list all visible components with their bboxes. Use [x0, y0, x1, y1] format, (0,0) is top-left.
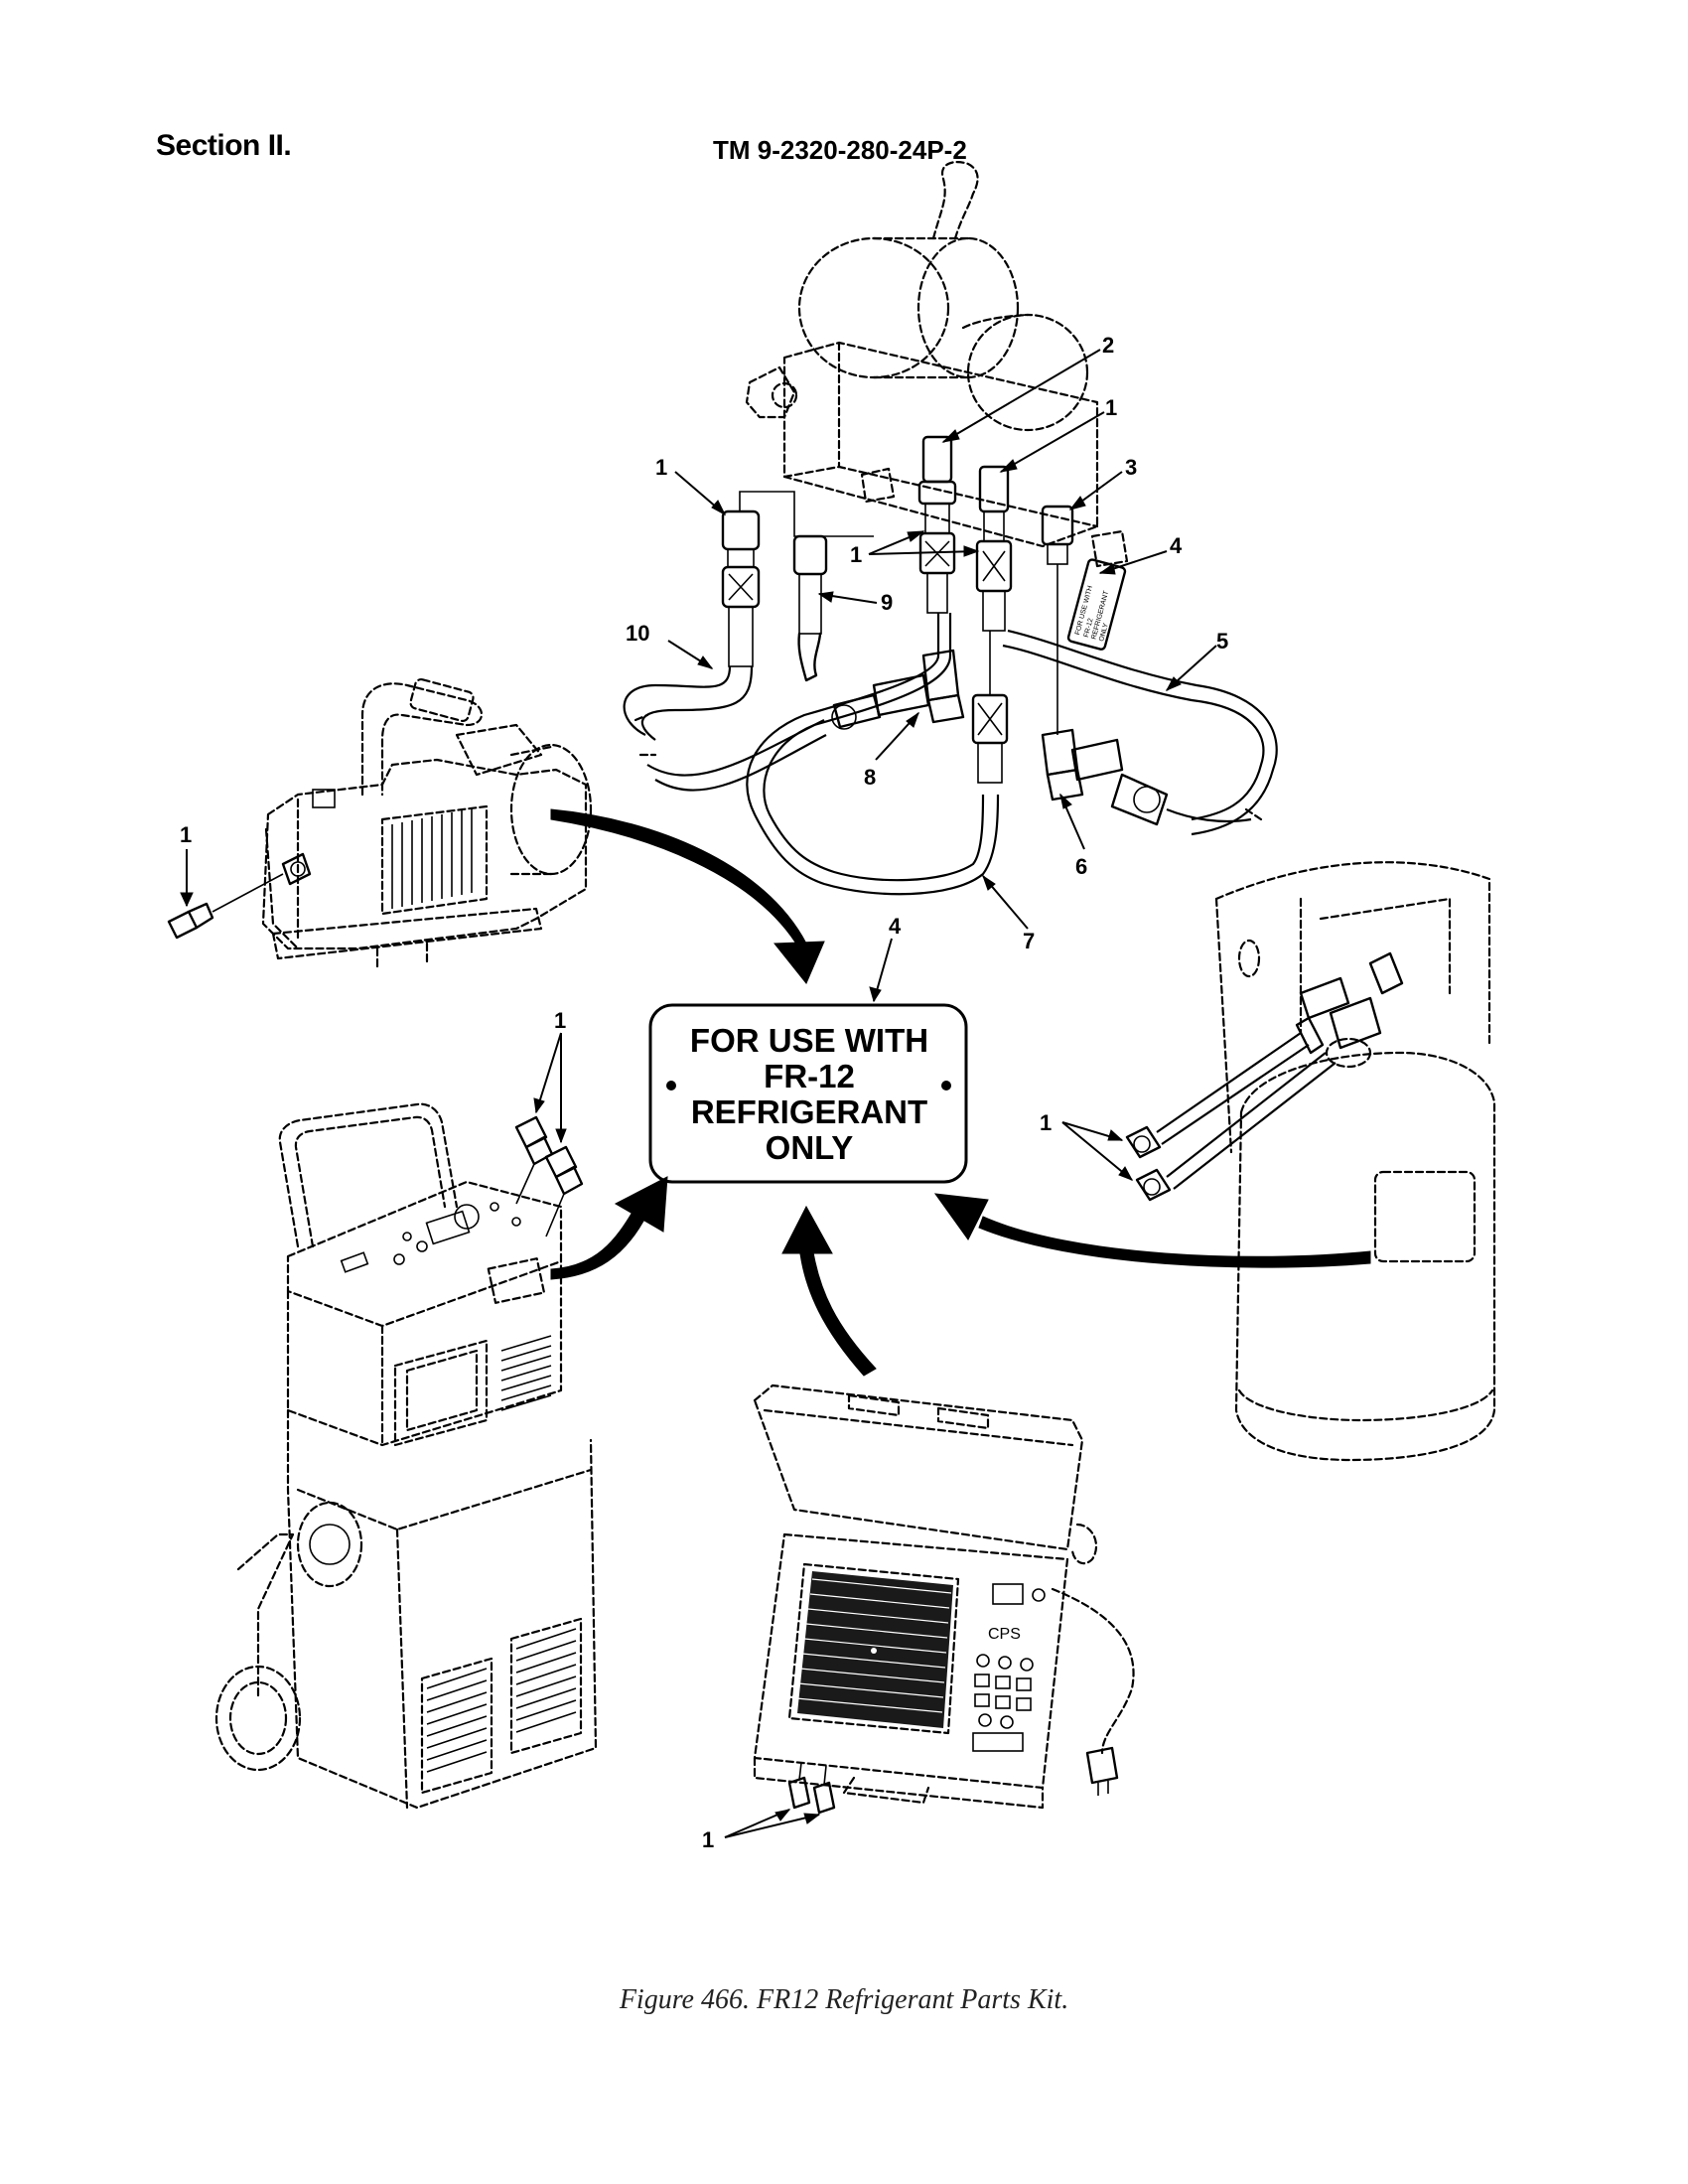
plate-rivet-right-icon: [941, 1081, 951, 1091]
case-brand-text: CPS: [988, 1626, 1021, 1643]
callout-7: 7: [1023, 929, 1035, 953]
section-label: Section II.: [156, 129, 292, 162]
plate-line-1: FOR USE WITH: [690, 1022, 928, 1059]
plate-line-2: FR-12: [764, 1058, 855, 1094]
callout-1-manifold-center: 1: [850, 542, 862, 567]
vacuum-pump: 1: [167, 677, 593, 970]
figure-caption: Figure 466. FR12 Refrigerant Parts Kit.: [619, 1984, 1069, 2015]
tm-number: TM 9-2320-280-24P-2: [713, 135, 967, 165]
callout-2: 2: [1102, 333, 1114, 358]
callout-1-pump: 1: [180, 822, 192, 847]
callout-4-plate: 4: [889, 914, 902, 939]
callout-1-case: 1: [702, 1827, 714, 1852]
recovery-case: CPS 1: [702, 1383, 1135, 1852]
callout-1-cylinder: 1: [1040, 1110, 1052, 1135]
plate-line-4: ONLY: [766, 1129, 854, 1166]
callout-1-manifold-left: 1: [655, 455, 667, 480]
plate-rivet-left-icon: [666, 1081, 676, 1091]
label-plate: FOR USE WITH FR-12 REFRIGERANT ONLY 4: [648, 914, 968, 1184]
manifold-gauge-set: FOR USE WITH FR-12 REFRIGERANT ONLY: [623, 161, 1278, 896]
manifold-callouts: 2 1 3 4 1 1 9 10 5 8 6 7: [626, 333, 1228, 953]
callout-8: 8: [864, 765, 876, 790]
tag-line-4: ONLY: [1098, 623, 1110, 643]
recovery-cart: 1: [214, 1008, 598, 1810]
callout-1-cart: 1: [554, 1008, 566, 1033]
big-arrows: [550, 808, 1371, 1377]
callout-10: 10: [626, 621, 649, 646]
tag-line-2: FR-12: [1083, 618, 1095, 639]
callout-3: 3: [1125, 455, 1137, 480]
callout-9: 9: [881, 590, 893, 615]
callout-1-manifold-top: 1: [1105, 395, 1117, 420]
callout-4-tag: 4: [1170, 533, 1183, 558]
callout-6: 6: [1075, 854, 1087, 879]
callout-5: 5: [1216, 629, 1228, 654]
plate-line-3: REFRIGERANT: [691, 1093, 927, 1130]
refrigerant-cylinder: 1: [1040, 861, 1496, 1462]
